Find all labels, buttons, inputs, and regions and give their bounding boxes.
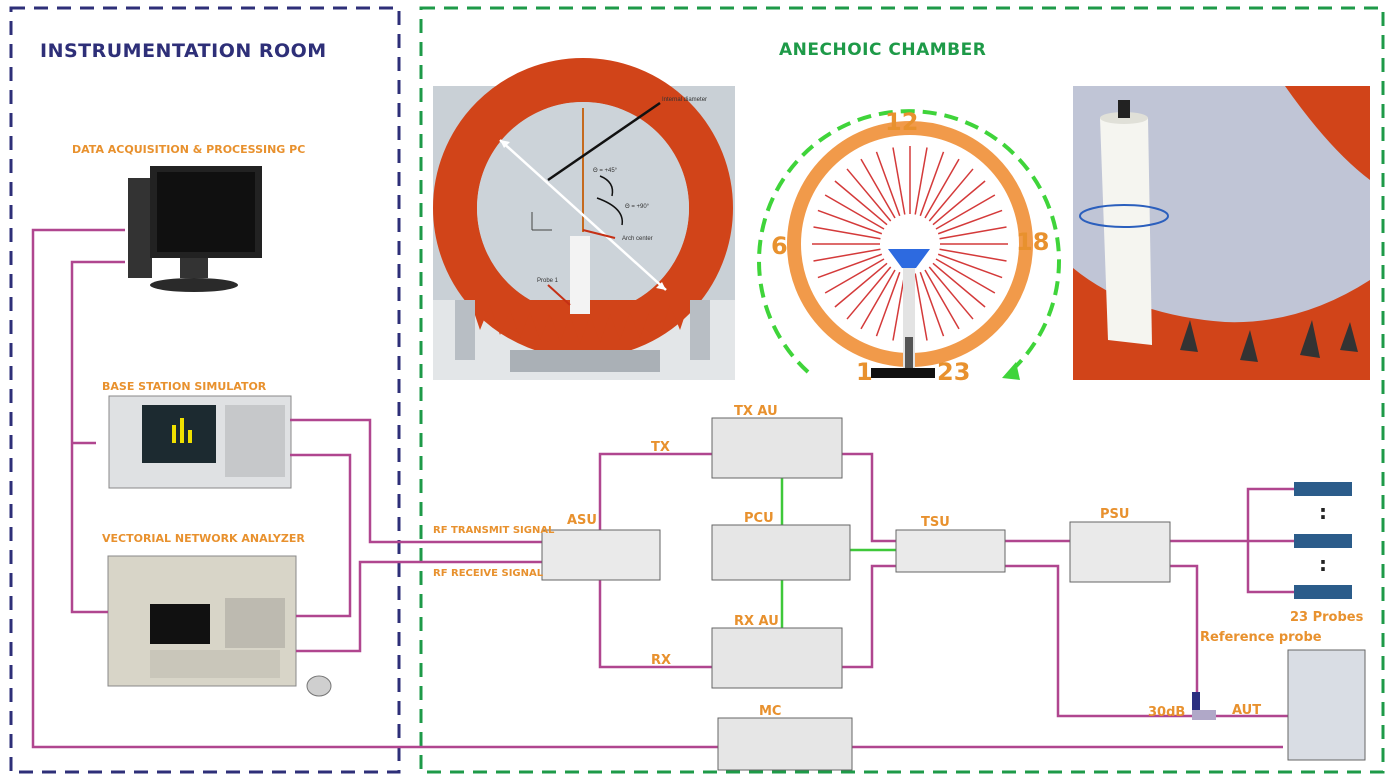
pcu-label: PCU — [744, 511, 774, 526]
rf-transmit-label: RF TRANSMIT SIGNAL — [433, 525, 555, 536]
arch-number-23: 23 — [937, 358, 971, 386]
asu-label: ASU — [567, 513, 597, 528]
probe-heads — [1294, 482, 1352, 599]
arch-spoke — [937, 209, 1003, 235]
psu-label: PSU — [1100, 507, 1130, 522]
arch-center-label: Arch center — [622, 236, 653, 242]
arch-spoke — [935, 258, 996, 294]
arch-number-18: 18 — [1016, 228, 1050, 256]
arch-spoke — [935, 194, 996, 230]
anechoic-chamber-border — [419, 6, 1385, 774]
probe-dots-2: : — [1319, 552, 1327, 576]
probe-dots-1: : — [1319, 500, 1327, 524]
arch-spoke — [860, 269, 896, 330]
arch-spoke — [892, 273, 906, 341]
arch-spoke — [932, 180, 986, 226]
tsu-label: TSU — [921, 515, 950, 530]
attenuator-label: 30dB — [1148, 705, 1186, 720]
arch-number-6: 6 — [771, 232, 788, 260]
arch-spoke — [860, 158, 896, 219]
instrumentation-room-title: INSTRUMENTATION ROOM — [40, 40, 327, 62]
probe1-label: Probe 1 — [537, 278, 559, 284]
arch-spoke — [813, 248, 881, 262]
attenuator-block — [1192, 692, 1200, 710]
arch-spoke — [928, 266, 974, 320]
arch-spoke — [834, 262, 888, 308]
arch-spoke — [919, 271, 945, 337]
arch-spoke — [914, 273, 928, 341]
arch-spoke — [914, 147, 928, 215]
arch-spoke — [846, 266, 892, 320]
arch-spoke — [813, 226, 881, 240]
arch-spoke — [892, 147, 906, 215]
vna-label: VECTORIAL NETWORK ANALYZER — [102, 532, 305, 545]
anechoic-chamber-title: ANECHOIC CHAMBER — [779, 40, 987, 60]
arch-spoke — [939, 226, 1007, 240]
rf-receive-label: RF RECEIVE SIGNAL — [433, 568, 544, 579]
internal-diameter-label: Internal diameter — [662, 97, 708, 103]
rx-au-label: RX AU — [734, 614, 779, 629]
aut-label: AUT — [1232, 703, 1262, 718]
arch-number-1: 1 — [856, 358, 873, 386]
arch-spoke — [824, 258, 885, 294]
bss-illustration — [108, 395, 292, 489]
theta-90-label: Θ = +90° — [625, 204, 650, 210]
theta-45-label: Θ = +45° — [593, 168, 618, 174]
instrumentation-room-border — [9, 6, 401, 774]
rx-label: RX — [651, 653, 672, 668]
arch-spoke — [817, 253, 883, 279]
arch-photo — [433, 58, 735, 380]
arch-spoke — [919, 151, 945, 217]
rack-units — [541, 417, 1366, 771]
arch-spoke — [875, 271, 901, 337]
arch-spoke — [834, 180, 888, 226]
arch-spoke — [846, 168, 892, 222]
arch-spoke — [875, 151, 901, 217]
arch-spoke — [932, 262, 986, 308]
arch-spoke — [939, 248, 1007, 262]
arch-spoke — [924, 269, 960, 330]
arch-number-12: 12 — [885, 108, 919, 136]
arch-spoke — [817, 209, 883, 235]
bss-label: BASE STATION SIMULATOR — [102, 380, 267, 393]
tx-au-label: TX AU — [734, 404, 778, 419]
mc-label: MC — [759, 704, 782, 719]
probe-count-label: 23 Probes — [1290, 610, 1364, 625]
arch-spoke — [937, 253, 1003, 279]
attenuator-connector — [1192, 710, 1216, 720]
arch-spoke — [824, 194, 885, 230]
arch-schematic — [757, 109, 1061, 380]
pc-label: DATA ACQUISITION & PROCESSING PC — [72, 143, 306, 156]
control-cables — [780, 478, 896, 628]
arch-spoke — [924, 158, 960, 219]
arch-spoke — [928, 168, 974, 222]
vna-illustration — [107, 555, 332, 697]
pc-illustration — [128, 166, 262, 292]
reference-probe-label: Reference probe — [1200, 630, 1322, 645]
tx-label: TX — [651, 440, 670, 455]
rf-cables — [31, 228, 1294, 749]
probe-photo — [1073, 86, 1370, 380]
